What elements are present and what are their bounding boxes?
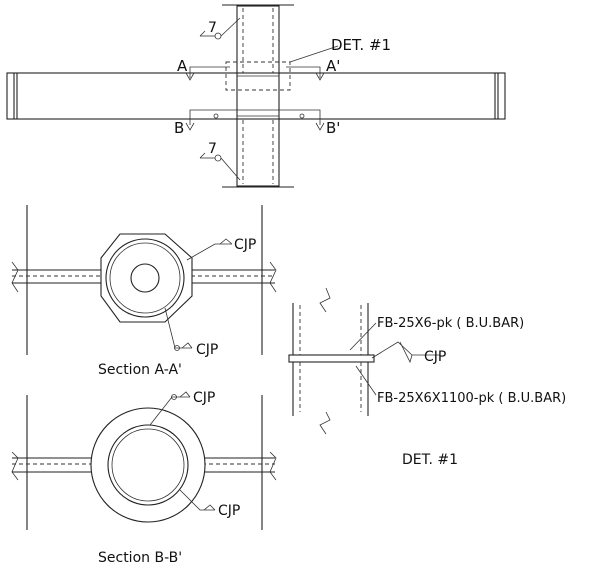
cjp-label-section-a-bottom: CJP (196, 342, 218, 358)
det-reference-label: DET. #1 (331, 36, 391, 54)
det-1-view (288, 287, 440, 435)
det-bar-bottom-label: FB-25X6X1100-pk ( B.U.BAR) (377, 391, 566, 406)
cut-a-right-label: A' (326, 57, 340, 75)
section-a-view (11, 205, 277, 355)
det-bar-top-label: FB-25X6-pk ( B.U.BAR) (377, 316, 524, 331)
cjp-label-section-a-top: CJP (234, 237, 256, 253)
weld-number-top: 7 (208, 20, 217, 36)
section-b-title: Section B-B' (98, 550, 182, 566)
cjp-label-section-b-bottom: CJP (218, 503, 240, 519)
cut-a-left-label: A (177, 57, 188, 75)
cjp-label-section-b-top: CJP (193, 390, 215, 406)
cut-b-left-label: B (174, 119, 184, 137)
section-b-view (11, 391, 277, 530)
det-title: DET. #1 (402, 452, 458, 468)
cut-b-right-label: B' (326, 119, 340, 137)
section-a-title: Section A-A' (98, 362, 182, 378)
elevation-view (6, 4, 506, 188)
cjp-label-det: CJP (424, 349, 446, 365)
weld-number-bottom: 7 (208, 141, 217, 157)
